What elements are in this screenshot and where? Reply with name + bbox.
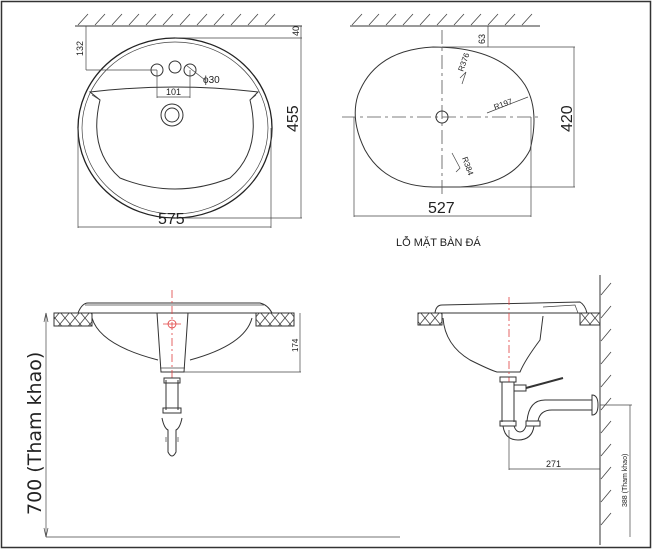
basin-bowl-side — [442, 315, 544, 373]
p-trap-front — [161, 417, 183, 457]
top-view: ϕ30 101 132 40 455 575 — [75, 13, 302, 228]
tap-hole-center — [168, 60, 182, 74]
dim-cutout-width: 527 — [428, 200, 455, 217]
drain-outer-icon — [160, 103, 184, 127]
dim-tap-hole-from-wall: 132 — [75, 41, 85, 56]
wall-hatch-top-right — [351, 13, 533, 26]
outlet-pipe — [526, 399, 592, 422]
basin-bowl-front — [91, 317, 253, 361]
dim-cutout-depth: 420 — [559, 105, 576, 132]
cutout-view: R376 R197 R384 63 420 527 LỖ MẶT BÀN ĐÁ — [342, 13, 576, 249]
basin-rim-side — [434, 301, 588, 314]
countertop-section-side-left — [417, 312, 443, 326]
wall-hatch-top-left — [77, 13, 276, 26]
countertop-section-right — [255, 312, 295, 327]
dim-tap-hole-spacing: 101 — [166, 87, 181, 97]
waste-body — [156, 312, 189, 373]
wall-hatch-side — [600, 282, 612, 526]
cutout-title: LỖ MẶT BÀN ĐÁ — [396, 236, 481, 249]
dim-bowl-depth: 174 — [291, 338, 300, 352]
dim-tap-hole-diameter: ϕ30 — [203, 75, 220, 86]
dim-wall-offset: 40 — [291, 26, 301, 36]
tail-pipe — [165, 380, 179, 410]
countertop-section-left — [53, 312, 93, 327]
p-trap-side — [502, 425, 535, 441]
basin-inner-bowl — [88, 86, 260, 190]
drain-inner-icon — [164, 107, 180, 123]
dim-width: 575 — [158, 211, 185, 228]
tail-pipe-side — [501, 382, 515, 422]
countertop-section-side-right — [579, 312, 601, 326]
dim-outlet-height: 388 (Tham khao) — [622, 454, 629, 507]
side-view: 271 388 (Tham khao) — [417, 275, 632, 545]
dim-depth: 455 — [285, 105, 302, 132]
front-view: 174 700 (Tham khao) — [24, 290, 400, 538]
dim-height-from-floor: 700 (Tham khao) — [24, 352, 46, 515]
dim-radius-top: R376 — [456, 51, 471, 73]
basin-rim — [77, 302, 273, 314]
basin-outer-rim — [77, 37, 273, 219]
dim-radius-bottom: R384 — [460, 156, 475, 178]
center-mark-icon — [435, 110, 449, 124]
dim-cutout-wall-offset: 63 — [477, 34, 487, 44]
dim-trap-to-wall: 271 — [546, 459, 561, 469]
